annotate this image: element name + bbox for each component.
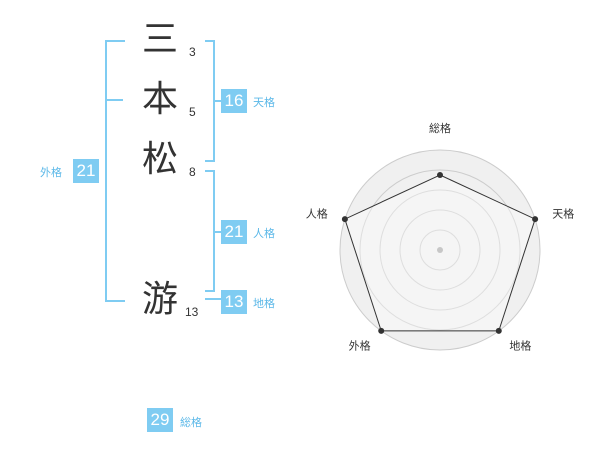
gaikaku-badge: 21 [73,159,99,183]
gaikaku-bracket [105,40,125,302]
radar-center [437,247,443,253]
stroke-count-1: 3 [189,45,196,59]
radar-point-2 [532,216,539,223]
stroke-count-2: 5 [189,105,196,119]
radar-axis-label-1: 総格 [429,121,451,135]
radar-point-5 [341,216,348,223]
jinkaku-bracket-tick [213,231,221,233]
radar-ring [399,209,481,291]
name-char-3: 松 [141,139,178,180]
name-char-4: 游 [141,279,178,320]
radar-axis-label-2: 天格 [552,207,574,221]
radar-ring [359,169,521,331]
chikaku-bracket-tick [205,298,221,300]
stroke-count-3: 8 [189,165,196,179]
radar-axis-label-5: 人格 [306,207,328,221]
jinkaku-badge: 21 [221,220,247,244]
tenkaku-badge: 16 [221,89,247,113]
tenkaku-bracket-tick [213,100,221,102]
radar-axis-label-3: 地格 [509,338,531,352]
soukaku-badge: 29 [147,408,173,432]
soukaku-label: 総格 [180,416,202,429]
radar-point-3 [495,327,502,334]
tenkaku-label: 天格 [253,96,275,109]
name-char-2: 本 [141,79,178,120]
chikaku-badge: 13 [221,290,247,314]
gaikaku-bracket-tick [105,99,123,101]
radar-ring [419,229,461,271]
radar-point-4 [378,327,385,334]
jinkaku-label: 人格 [253,227,275,240]
chikaku-label: 地格 [253,297,275,310]
radar-point-1 [437,172,443,178]
name-char-1: 三 [141,19,178,60]
radar-value-polygon [344,174,536,332]
gaikaku-label: 外格 [40,166,62,179]
radar-ring [379,189,501,311]
radar-axis-label-4: 外格 [349,338,371,352]
stroke-count-4: 13 [185,305,199,319]
